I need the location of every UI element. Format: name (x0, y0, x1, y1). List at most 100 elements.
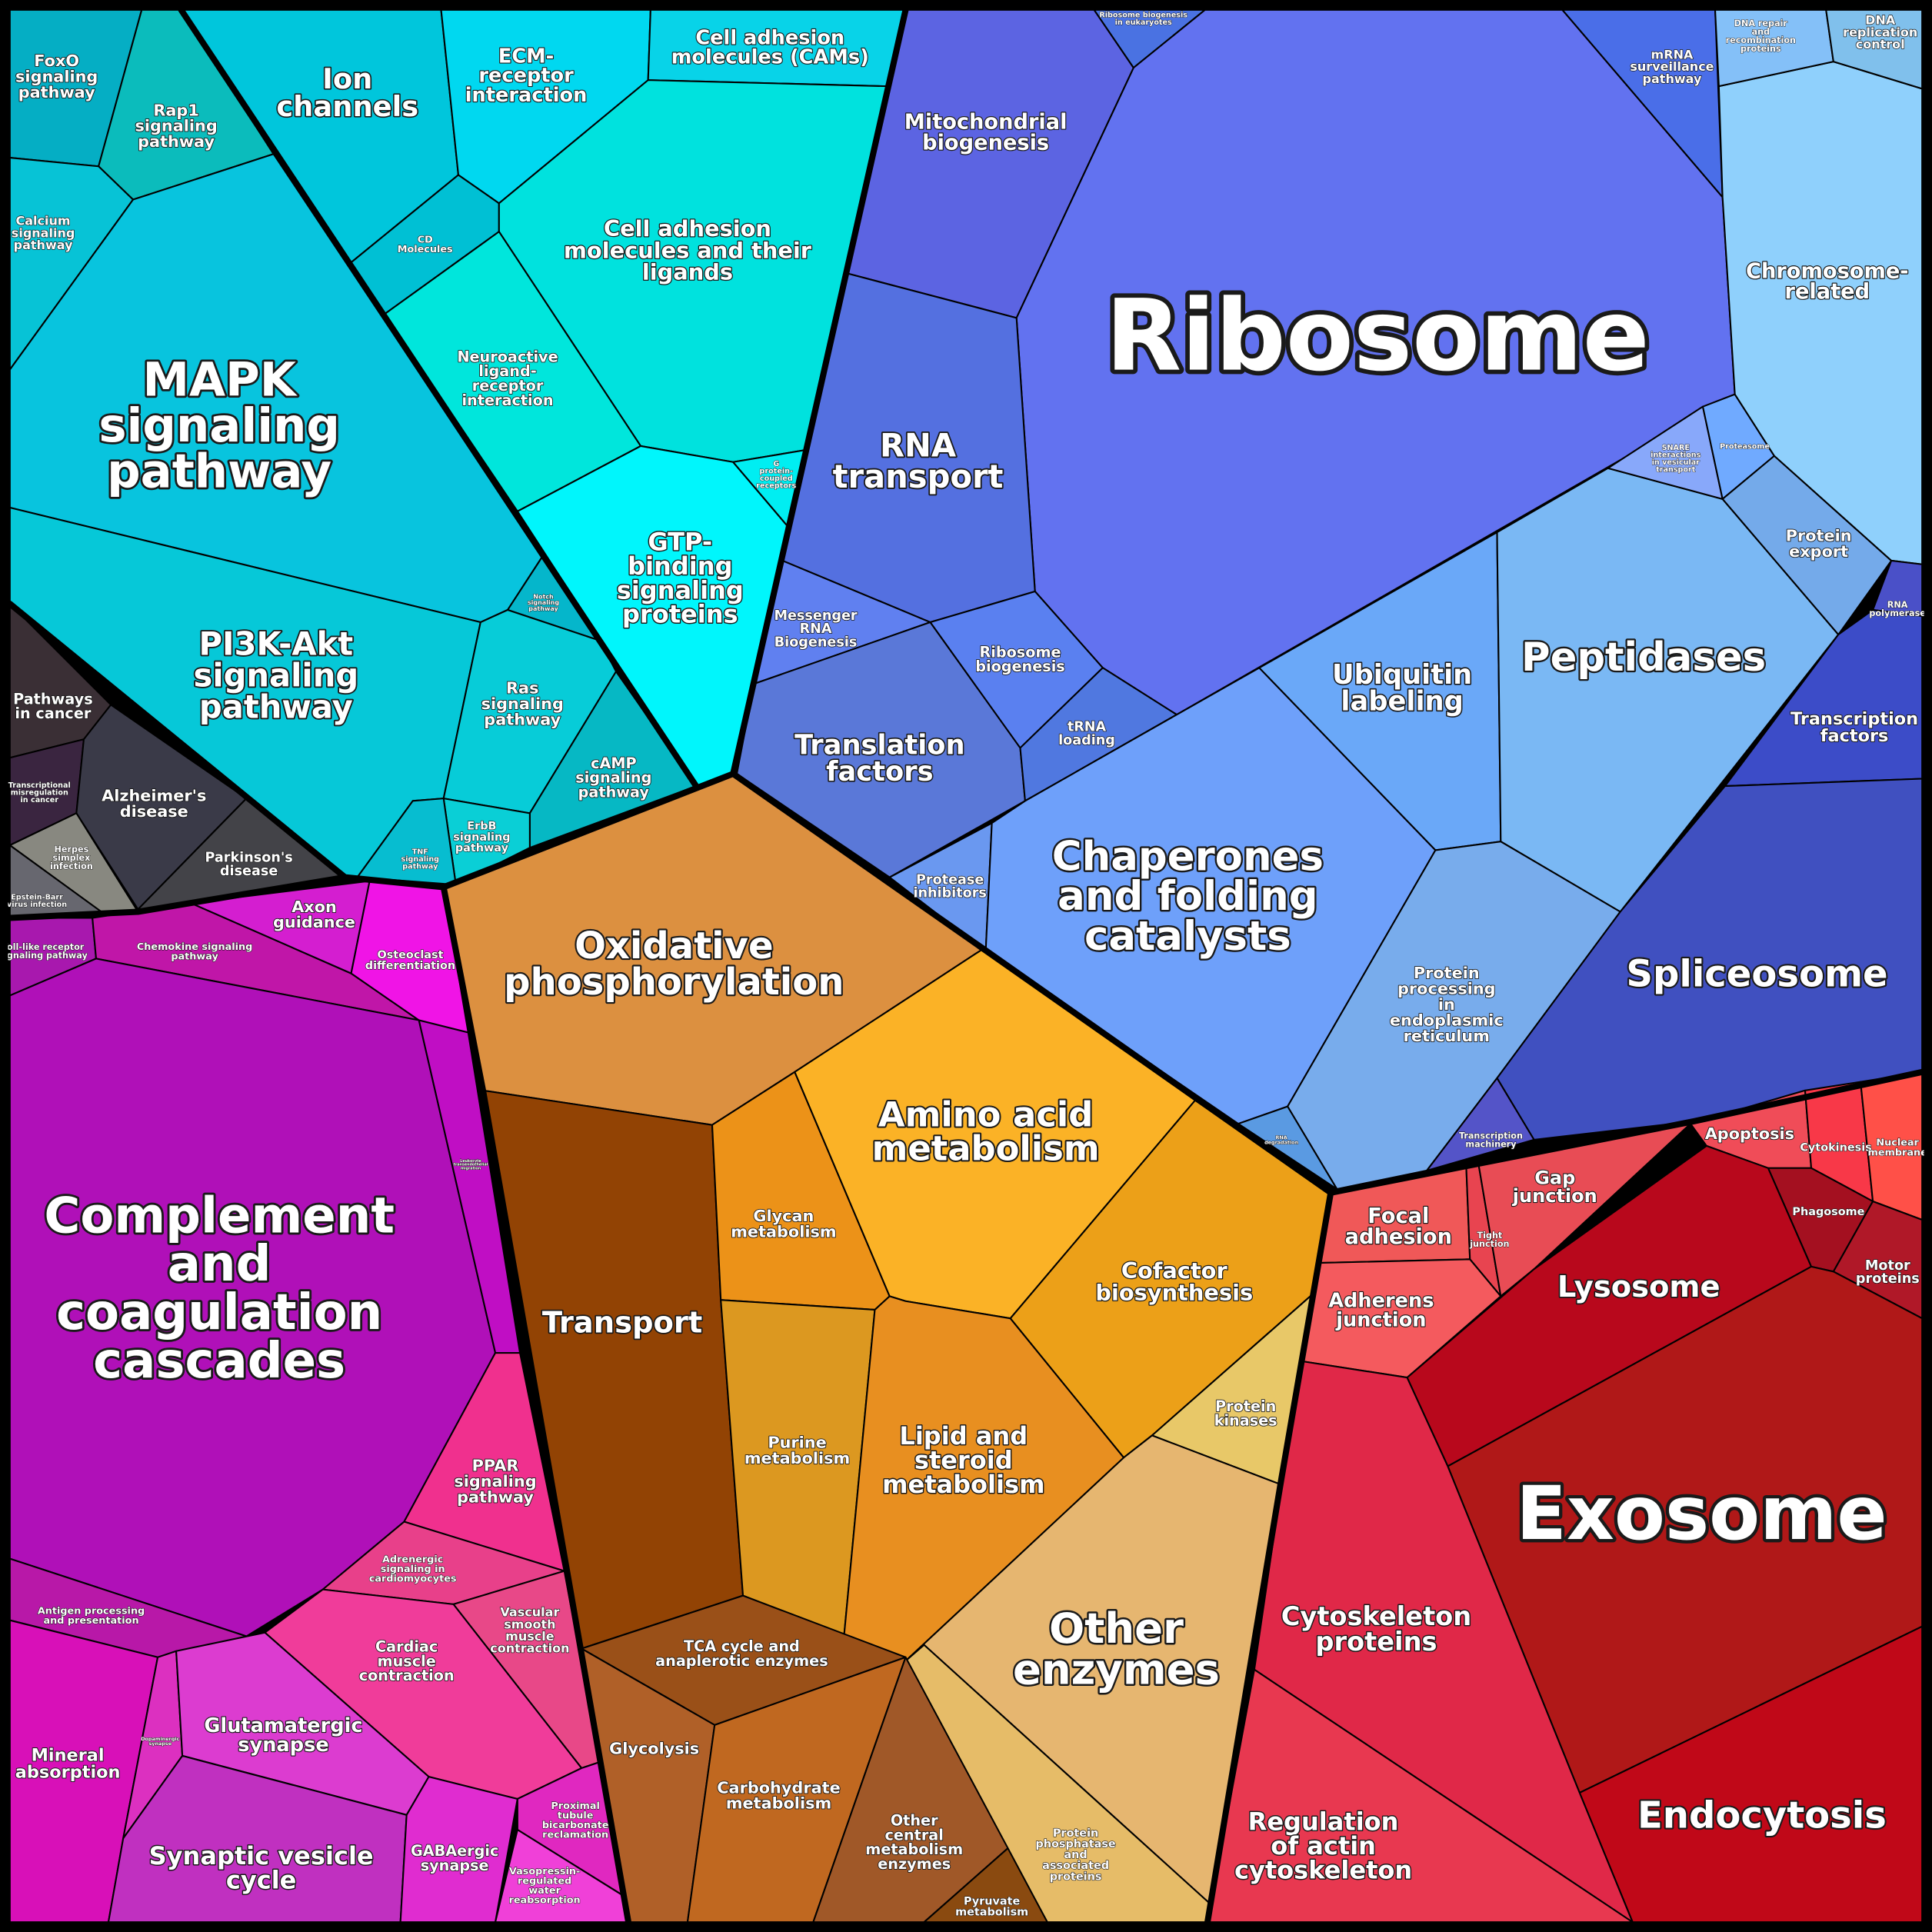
label-line: reabsorption (509, 1894, 581, 1906)
label-apoptosis: Apoptosis (1705, 1124, 1794, 1143)
label-line: Calcium (16, 214, 71, 228)
label-line: Cytokinesis (1800, 1142, 1871, 1154)
label-line: Notch (533, 593, 554, 600)
label-line: steroid (914, 1446, 1013, 1475)
label-line: kinases (1214, 1412, 1277, 1430)
label-lysosome: Lysosome (1557, 1270, 1720, 1304)
label-line: signaling (401, 855, 440, 864)
label-glycolysis: Glycolysis (609, 1740, 699, 1758)
label-line: Cell adhesion (695, 26, 844, 49)
label-line: enzymes (878, 1855, 951, 1873)
label-line: RNA (880, 426, 957, 464)
label-line: biosynthesis (1095, 1279, 1253, 1305)
group-border (178, 6, 700, 790)
label-line: simplex (52, 853, 91, 863)
label-line: Transport (542, 1305, 702, 1340)
label-line: tRNA (1068, 720, 1107, 735)
label-line: Transcription (1790, 709, 1918, 729)
label-line: misregulation (11, 788, 68, 797)
label-line: bicarbonate (542, 1820, 609, 1831)
label-line: labeling (1341, 686, 1463, 718)
label-line: pathway (1643, 72, 1702, 86)
label-line: Chromosome- (1746, 259, 1909, 283)
label-line: virus infection (7, 901, 67, 909)
label-line: reclamation (542, 1830, 608, 1841)
cell-transmach[interactable] (1426, 1077, 1535, 1171)
label-line: and (1752, 27, 1770, 37)
label-line: membrane (1868, 1147, 1928, 1158)
cell-synves[interactable] (107, 1754, 408, 1924)
label-peptidases: Peptidases (1521, 635, 1766, 681)
label-line: catalysts (1084, 913, 1291, 960)
label-line: ErbB (467, 821, 496, 833)
label-line: Cardiac (375, 1637, 438, 1655)
cell-pyruvate[interactable] (923, 1847, 1048, 1924)
label-line: RNA (1887, 600, 1908, 610)
label-line: signaling (135, 117, 217, 135)
label-line: ligands (642, 259, 733, 285)
label-line: signaling (528, 599, 560, 606)
cell-spliceosome[interactable] (1496, 778, 1924, 1141)
label-ribosome: Ribosome (1105, 279, 1649, 394)
label-line: guidance (273, 913, 355, 931)
label-line: Ribosome biogenesis (1099, 12, 1188, 20)
cell-gaba[interactable] (399, 1776, 518, 1924)
label-line: Ribosome (1105, 279, 1649, 394)
label-line: proteins (1050, 1870, 1102, 1883)
label-line: protein- (760, 467, 793, 475)
label-line: absorption (15, 1762, 121, 1782)
label-line: Gap (1534, 1167, 1575, 1188)
label-line: enzymes (1013, 1644, 1220, 1694)
label-line: ligand- (478, 362, 536, 380)
label-line: cascades (93, 1333, 345, 1390)
label-line: phosphatase (1035, 1838, 1116, 1850)
label-line: MAPK (142, 352, 297, 407)
label-line: Protein (1786, 527, 1852, 545)
label-line: pathway (18, 83, 95, 102)
label-line: junction (1335, 1309, 1426, 1332)
label-line: degradation (1264, 1139, 1298, 1145)
label-line: factors (1820, 726, 1889, 746)
label-phagosome: Phagosome (1792, 1206, 1864, 1218)
cell-dnarepl[interactable] (1825, 8, 1924, 90)
label-line: Biogenesis (774, 635, 858, 650)
label-line: TNF (412, 848, 428, 857)
label-line: processing (1397, 980, 1496, 998)
label-line: Focal (1367, 1204, 1429, 1228)
label-line: signaling (194, 656, 359, 694)
label-line: export (1789, 542, 1848, 561)
label-line: synapse (421, 1857, 489, 1874)
label-line: cardiomyocytes (369, 1573, 457, 1584)
label-line: GABAergic (411, 1842, 498, 1860)
label-line: junction (1512, 1185, 1597, 1207)
label-line: Tight (1477, 1231, 1502, 1241)
cell-rnadeg[interactable] (1237, 1105, 1338, 1191)
label-line: differentiation (365, 960, 455, 972)
label-line: regulated (518, 1875, 571, 1887)
label-line: coupled (760, 475, 793, 483)
label-line: Adherens (1328, 1289, 1434, 1312)
